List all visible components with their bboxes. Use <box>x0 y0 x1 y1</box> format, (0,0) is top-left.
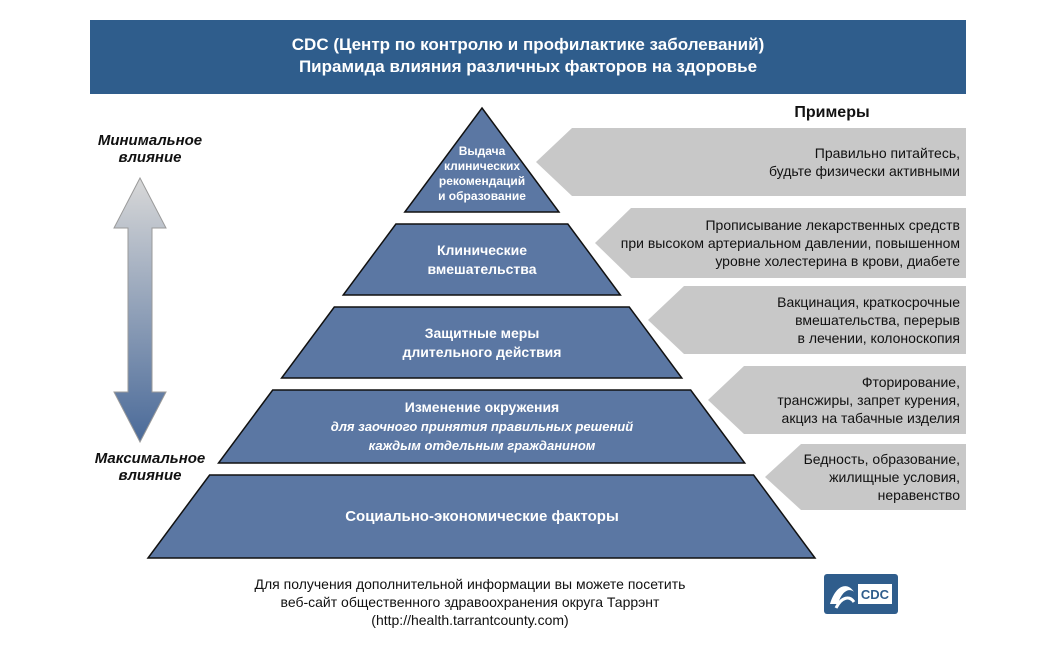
min-influence-line-1: Минимальное <box>97 132 203 149</box>
tier-1-line-4: и образование <box>438 189 526 203</box>
tier-label-2: Клинические вмешательства <box>312 241 652 279</box>
example-3-line-3: в лечении, колоноскопия <box>797 330 961 346</box>
footer-link[interactable]: (http://health.tarrantcounty.com) <box>371 612 569 628</box>
min-influence-label: Минимальное влияние <box>80 132 220 166</box>
example-5-line-2: жилищные условия, <box>829 469 960 485</box>
example-text-4: Фторирование, трансжиры, запрет курения, а… <box>777 373 960 427</box>
example-3-line-2: вмешательства, перерыв <box>795 312 960 328</box>
example-arrow-4 <box>708 366 966 434</box>
tier-label-4: Изменение окружения для заочного принятия… <box>312 398 652 455</box>
tier-1-line-3: рекомендаций <box>438 174 526 188</box>
example-4-line-3: акциз на табачные изделия <box>781 410 960 426</box>
example-text-3: Вакцинация, краткосрочные вмешательства, … <box>777 293 960 347</box>
title-line-1: CDC (Центр по контролю и профилактике за… <box>291 35 765 54</box>
tier-3-line-2: длительного действия <box>402 343 562 360</box>
pyramid-tier-5 <box>146 474 817 559</box>
tier-1-line-1: Выдача <box>458 144 506 158</box>
pyramid-tier-1 <box>403 106 561 213</box>
max-influence-line-1: Максимальное <box>94 450 206 467</box>
example-2-line-2: при высоком артериальном давлении, повыш… <box>620 235 960 251</box>
tier-5-line-1: Социально-экономические факторы <box>345 508 619 525</box>
example-3-line-1: Вакцинация, краткосрочные <box>777 294 960 310</box>
example-text-1: Правильно питайтесь, будьте физически акт… <box>769 144 960 180</box>
example-5-line-3: неравенство <box>877 487 960 503</box>
footer-line-2: веб-сайт общественного здравоохранения о… <box>280 594 660 610</box>
cdc-logo-text: CDC <box>861 587 890 602</box>
example-arrow-1 <box>536 128 966 196</box>
example-2-line-3: уровне холестерина в крови, диабете <box>715 253 960 269</box>
tier-4-subline-1: для заочного принятия правильных решений <box>330 419 634 434</box>
tier-2-line-2: вмешательства <box>427 260 537 277</box>
pyramid-tier-4 <box>217 389 747 464</box>
pyramid-tier-3 <box>280 306 684 379</box>
title-line-2: Пирамида влияния различных факторов на з… <box>298 57 758 76</box>
tier-label-5: Социально-экономические факторы <box>312 507 652 526</box>
examples-heading: Примеры <box>794 104 870 121</box>
example-5-line-1: Бедность, образование, <box>803 451 960 467</box>
example-1-line-1: Правильно питайтесь, <box>814 145 960 161</box>
example-4-line-1: Фторирование, <box>861 374 960 390</box>
example-arrow-3 <box>648 286 966 354</box>
max-influence-line-2: влияние <box>118 467 182 484</box>
influence-axis-arrow <box>113 176 167 444</box>
example-text-2: Прописывание лекарственных средств при вы… <box>621 216 960 270</box>
example-text-5: Бедность, образование, жилищные условия, н… <box>804 450 960 504</box>
example-4-line-2: трансжиры, запрет курения, <box>777 392 960 408</box>
max-influence-label: Максимальное влияние <box>80 450 220 484</box>
tier-1-line-2: клинических <box>444 159 520 173</box>
title-bar: CDC (Центр по контролю и профилактике за… <box>90 20 966 94</box>
example-arrow-5 <box>765 444 966 510</box>
tier-4-line-1: Изменение окружения <box>404 399 560 415</box>
tier-3-line-1: Защитные меры <box>424 324 540 341</box>
example-arrow-2 <box>595 208 966 278</box>
min-influence-line-2: влияние <box>118 149 182 166</box>
cdc-logo: CDC <box>824 574 898 614</box>
pyramid-tier-2 <box>341 223 622 296</box>
tier-4-subline-2: каждым отдельным гражданином <box>368 438 596 453</box>
tier-label-3: Защитные меры длительного действия <box>312 324 652 362</box>
tier-2-line-1: Клинические <box>436 241 528 258</box>
example-2-line-1: Прописывание лекарственных средств <box>705 217 960 233</box>
footer-note: Для получения дополнительной информации … <box>180 575 760 629</box>
footer-line-1: Для получения дополнительной информации … <box>254 576 686 592</box>
example-1-line-2: будьте физически активными <box>768 163 960 179</box>
